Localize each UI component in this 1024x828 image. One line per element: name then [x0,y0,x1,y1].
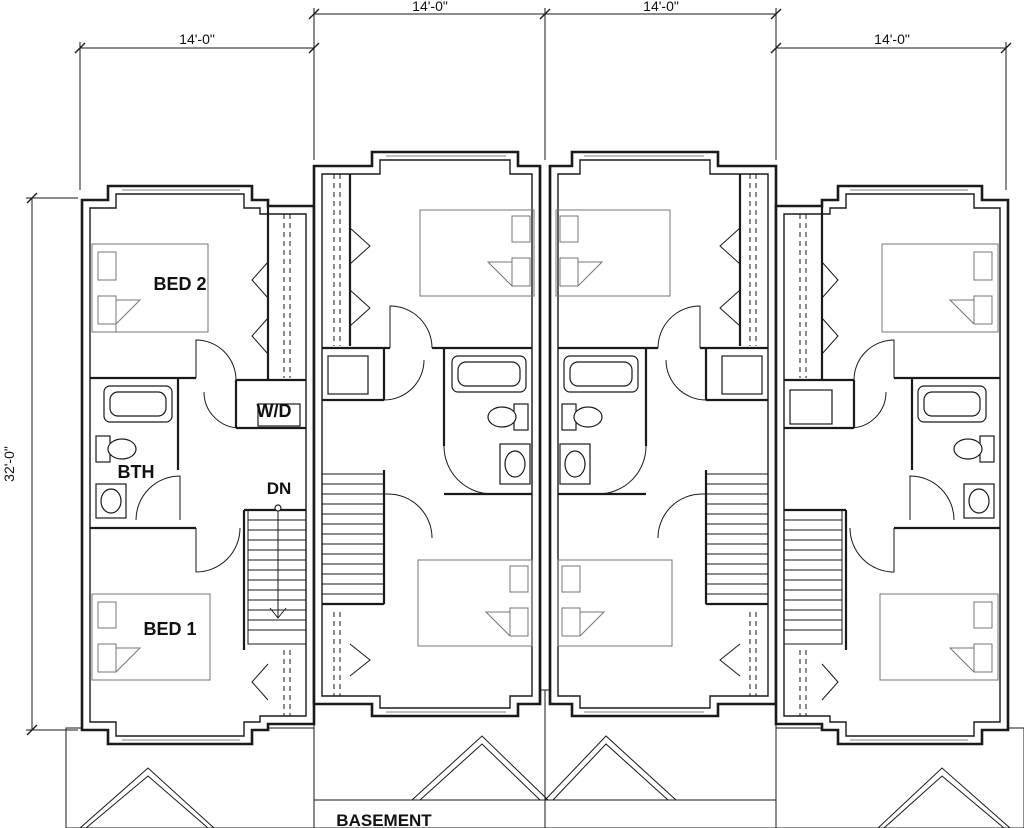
dimension-unit-2: 14'-0" [308,0,551,160]
bed-icon [879,593,999,681]
stair-icon [321,473,385,605]
dimension-depth-label: 32'-0" [1,446,17,482]
bed-icon [881,243,999,333]
dimension-depth: 32'-0" [1,192,78,736]
dimension-lines: 14'-0" 14'-0" 14'-0" 14'-0" [1,0,1012,736]
washer-dryer-icon [327,355,369,395]
dimension-unit-1: 14'-0" [74,31,320,190]
bed-icon [91,593,211,681]
room-label-bed-2: BED 2 [153,274,206,294]
dimension-unit-3: 14'-0" [545,0,782,160]
room-label-laundry: W/D [257,401,292,421]
bed-icon [91,243,209,333]
party-wall [538,166,552,704]
washer-dryer-icon [789,389,833,425]
dimension-unit-4: 14'-0" [770,31,1012,190]
unit-4 [774,184,1010,746]
bed-icon [419,209,535,297]
room-label-bed-1: BED 1 [143,619,196,639]
bed-icon [417,559,533,647]
unit-1: BED 2 BED 1 BTH W/D DN [80,184,316,746]
stair-icon [783,509,843,645]
dimension-width-1: 14'-0" [179,31,215,47]
stair-icon [705,473,769,605]
washer-dryer-icon [257,403,301,427]
bed-icon [557,559,673,647]
unit-2 [312,150,542,718]
dimension-width-3: 14'-0" [643,0,679,14]
dimension-width-4: 14'-0" [874,31,910,47]
washer-dryer-icon [721,355,763,395]
basement-label: BASEMENT [336,811,432,828]
bed-icon [555,209,671,297]
dimension-width-2: 14'-0" [412,0,448,14]
stair-label: DN [267,479,292,498]
unit-3 [548,150,778,718]
room-label-bath: BTH [118,462,155,482]
stair-icon [247,504,307,645]
